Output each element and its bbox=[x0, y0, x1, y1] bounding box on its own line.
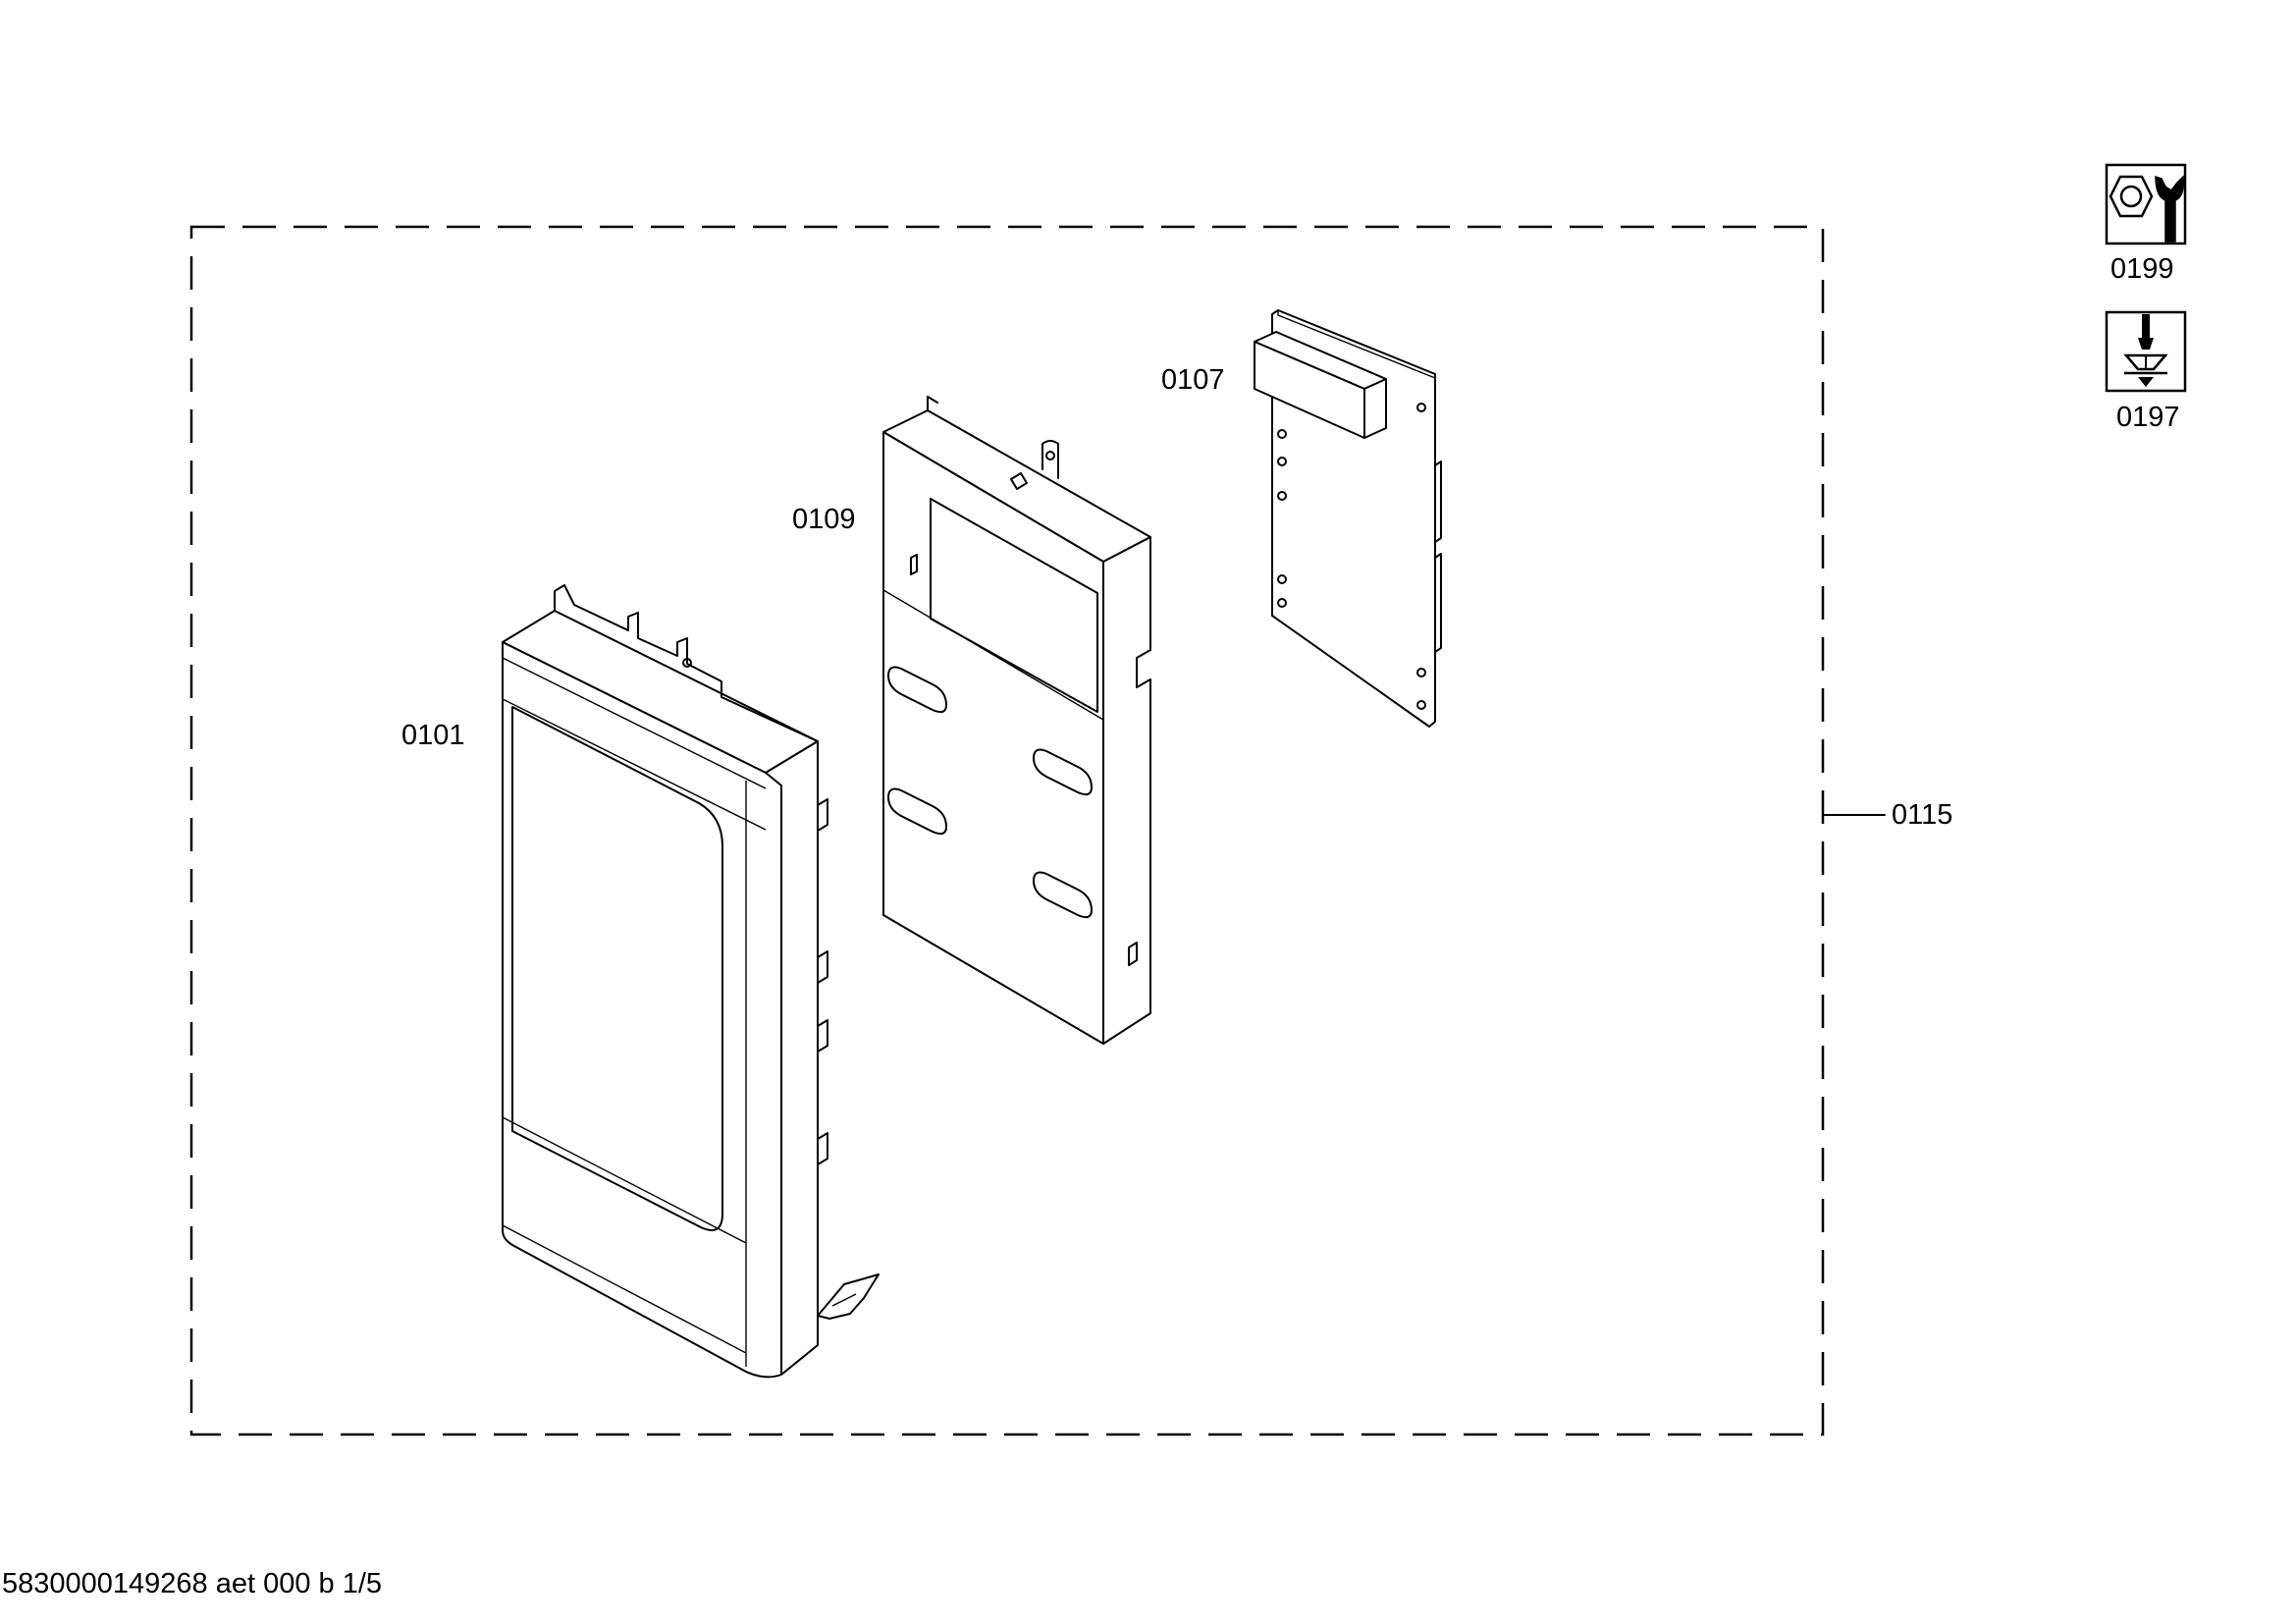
icon-label-0199: 0199 bbox=[2110, 253, 2174, 285]
part-label-0107: 0107 bbox=[1161, 364, 1225, 396]
part-label-0101: 0101 bbox=[401, 720, 465, 751]
screwdriver-screw-icon bbox=[2105, 310, 2187, 393]
part-label-0109: 0109 bbox=[792, 504, 856, 535]
document-id: 5830000149268 aet 000 b 1/5 bbox=[2, 1568, 382, 1599]
part-label-0115: 0115 bbox=[1892, 799, 1952, 831]
assembly-boundary-0115 bbox=[189, 225, 1825, 1436]
icon-label-0197: 0197 bbox=[2116, 402, 2180, 433]
wrench-nut-icon bbox=[2105, 163, 2187, 245]
part-door-panel bbox=[502, 584, 880, 1379]
part-control-frame bbox=[882, 396, 1151, 1045]
part-circuit-board bbox=[1254, 309, 1442, 728]
